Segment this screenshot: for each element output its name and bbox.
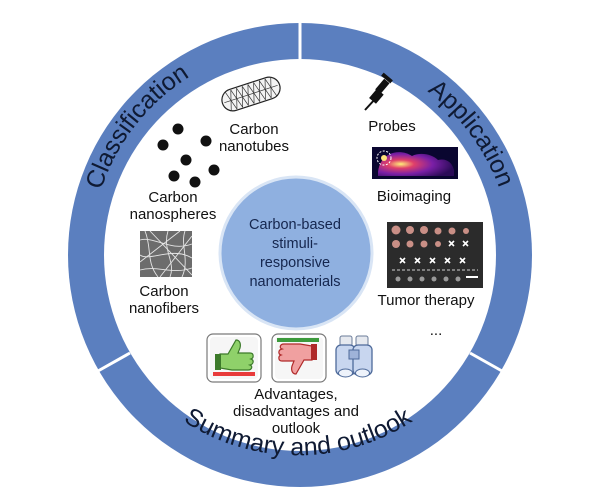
label-tumor-therapy: Tumor therapy	[377, 292, 475, 309]
label-ellipsis: ...	[429, 322, 443, 339]
carbon-nanotube-icon	[221, 76, 281, 112]
label-carbon-nanotubes: Carbon nanotubes	[218, 121, 290, 155]
center-circle	[218, 175, 374, 331]
label-probes: Probes	[368, 118, 416, 135]
label-bioimaging: Bioimaging	[376, 188, 452, 205]
ring-divider-left	[97, 351, 131, 373]
thumbs-up-icon	[206, 333, 262, 383]
center-title: Carbon-based stimuli- responsive nanomat…	[228, 216, 362, 292]
thumbs-down-icon	[271, 333, 327, 383]
bioimaging-icon	[372, 147, 458, 179]
ring-divider-right	[469, 351, 503, 373]
label-carbon-nanofibers: Carbon nanofibers	[128, 283, 200, 317]
tumor-therapy-grid-icon	[387, 222, 483, 288]
label-carbon-nanospheres: Carbon nanospheres	[129, 189, 217, 223]
center-title-line-1: Carbon-based	[249, 217, 341, 233]
nanofiber-sem-icon	[139, 230, 193, 278]
center-title-line-2: stimuli-	[272, 236, 318, 252]
label-advantages-outlook: Advantages, disadvantages and outlook	[233, 386, 359, 437]
center-title-line-4: nanomaterials	[249, 274, 341, 290]
binoculars-icon	[335, 335, 373, 378]
center-title-line-3: responsive	[259, 255, 331, 271]
nanosphere-dots-icon	[157, 123, 220, 188]
probe-pin-icon	[364, 72, 393, 111]
